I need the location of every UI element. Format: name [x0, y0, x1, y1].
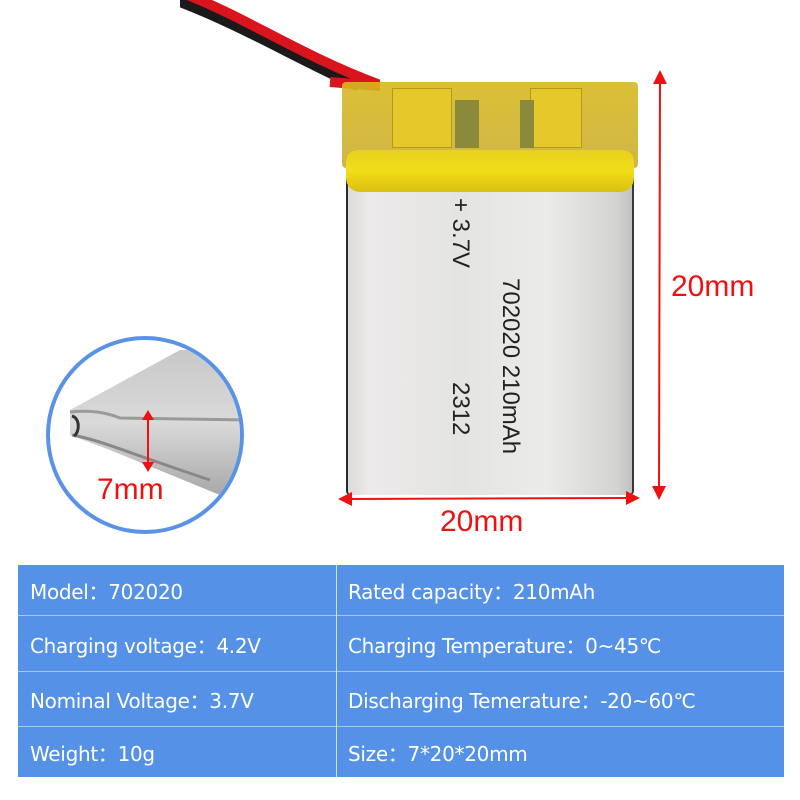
spec-charging-temperature: Charging Temperature：0~45℃: [348, 633, 662, 658]
table-row: Nominal Voltage：3.7V Discharging Temerat…: [18, 671, 784, 727]
height-label: 20mm: [671, 270, 755, 303]
width-label: 20mm: [440, 505, 524, 538]
spec-model: Model：702020: [30, 579, 183, 604]
thickness-inset: [46, 336, 244, 534]
cell-polarity-text: + 3.7V: [447, 198, 474, 269]
battery-cell: [346, 150, 634, 495]
tab-right: [530, 88, 582, 148]
cell-edge-closeup: [69, 350, 240, 495]
cell-date-code: 2312: [447, 382, 474, 436]
thickness-arrow-icon: [142, 410, 154, 472]
table-row: Charging voltage：4.2V Charging Temperatu…: [18, 615, 784, 672]
spec-size: Size：7*20*20mm: [348, 742, 528, 766]
column-divider: [336, 565, 337, 777]
pcb-strip: [520, 100, 534, 148]
tab-left: [392, 88, 452, 148]
thickness-label: 7mm: [97, 473, 164, 506]
spec-charging-voltage: Charging voltage：4.2V: [30, 633, 261, 658]
spec-rated-capacity: Rated capacity：210mAh: [348, 579, 596, 604]
battery-top-band: [346, 150, 634, 192]
spec-weight: Weight：10g: [30, 742, 155, 766]
width-arrow-icon: [338, 491, 640, 506]
cell-model-text: 702020 210mAh: [497, 278, 524, 455]
spec-discharging-temperature: Discharging Temerature：-20~60℃: [348, 689, 696, 713]
table-row: Model：702020 Rated capacity：210mAh: [18, 565, 784, 615]
table-row: Weight：10g Size：7*20*20mm: [18, 726, 784, 778]
spec-table: Model：702020 Rated capacity：210mAh Charg…: [18, 565, 784, 777]
spec-nominal-voltage: Nominal Voltage：3.7V: [30, 689, 254, 713]
height-arrow-icon: [652, 70, 667, 500]
pcb-strip: [455, 100, 479, 148]
